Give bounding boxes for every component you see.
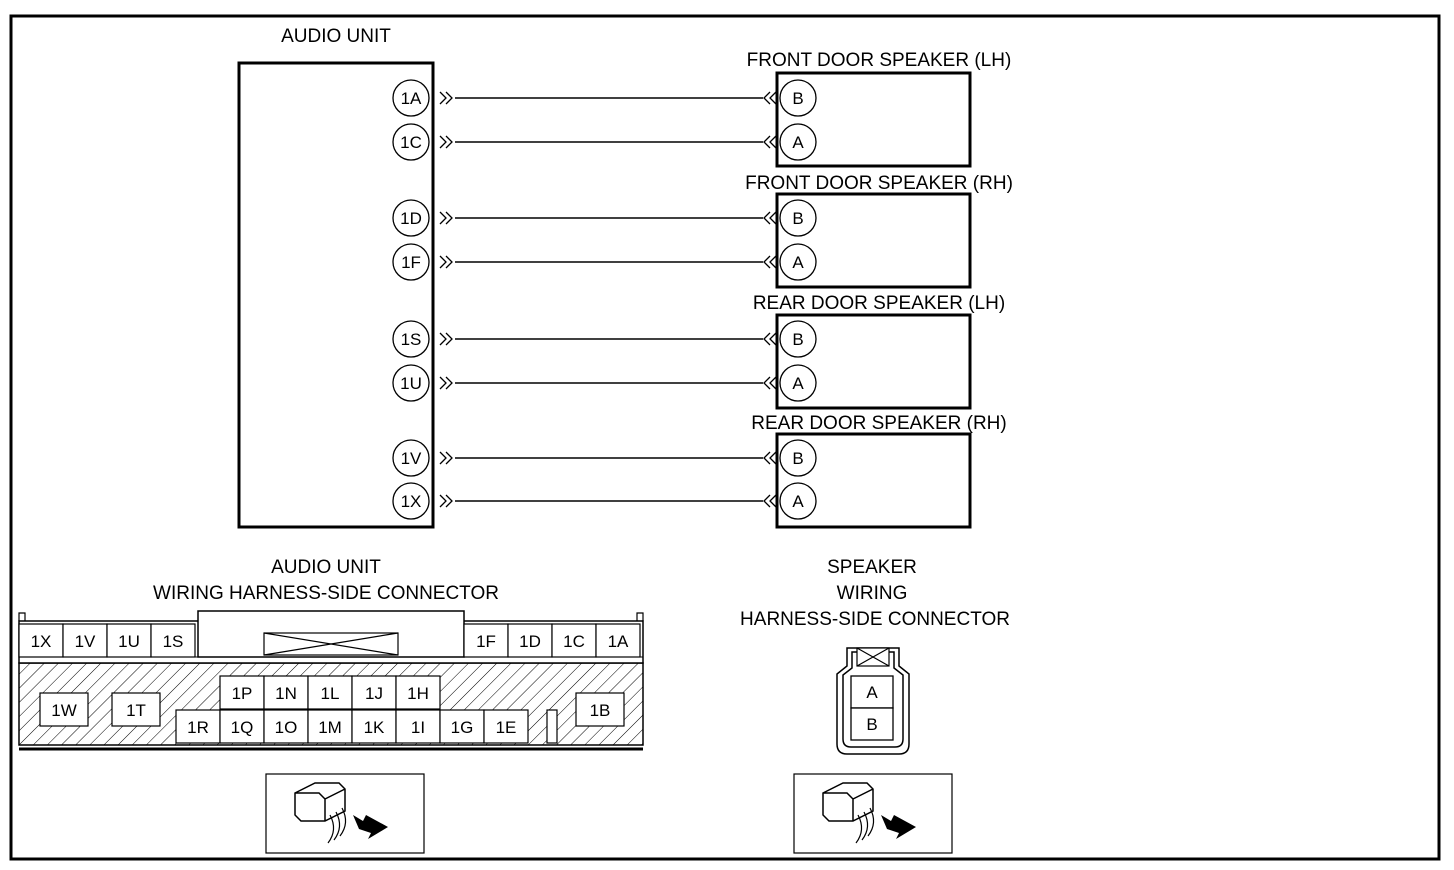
diagram-frame	[9, 14, 1441, 861]
terminal-1f: 1F	[392, 243, 430, 281]
svg-text:1P: 1P	[232, 684, 253, 703]
wire-1v-b	[439, 451, 777, 465]
speaker-title: REAR DOOR SPEAKER (RH)	[751, 413, 1006, 434]
terminal-1x: 1X	[392, 482, 430, 520]
speaker-title: FRONT DOOR SPEAKER (RH)	[745, 173, 1013, 194]
svg-text:1R: 1R	[187, 718, 209, 737]
svg-text:1W: 1W	[51, 701, 77, 720]
svg-text:1U: 1U	[118, 632, 140, 651]
wire-1x-a	[439, 494, 777, 508]
terminal-1v: 1V	[392, 439, 430, 477]
svg-text:1L: 1L	[321, 684, 340, 703]
wire-1a-b	[439, 91, 777, 105]
audio-unit-connector: 1X 1V 1U 1S 1F 1D 1C 1A 1P 1N 1L 1J 1H 1…	[18, 610, 644, 751]
terminal-1c: 1C	[392, 123, 430, 161]
speaker-connector-pin-b: B	[866, 715, 877, 734]
terminal-1d: 1D	[392, 199, 430, 237]
speaker-terminal-a: A	[779, 364, 817, 402]
wire-1c-a	[439, 135, 777, 149]
svg-text:1K: 1K	[364, 718, 385, 737]
svg-text:A: A	[792, 253, 804, 272]
svg-text:A: A	[792, 133, 804, 152]
audio-connector-title-2: WIRING HARNESS-SIDE CONNECTOR	[153, 583, 499, 604]
svg-text:1E: 1E	[496, 718, 517, 737]
speaker-front-lh: FRONT DOOR SPEAKER (LH) B A	[747, 50, 1012, 168]
svg-text:1D: 1D	[400, 209, 422, 228]
speaker-title: FRONT DOOR SPEAKER (LH)	[747, 50, 1012, 71]
svg-text:1J: 1J	[365, 684, 383, 703]
svg-text:1G: 1G	[451, 718, 474, 737]
svg-text:B: B	[792, 209, 803, 228]
svg-text:1F: 1F	[401, 253, 421, 272]
wires	[439, 91, 777, 508]
pin-row-middle: 1P 1N 1L 1J 1H	[219, 675, 441, 710]
svg-text:1S: 1S	[401, 330, 422, 349]
svg-text:1H: 1H	[407, 684, 429, 703]
svg-text:1S: 1S	[163, 632, 184, 651]
svg-text:1M: 1M	[318, 718, 342, 737]
speaker-connector-pin-a: A	[866, 683, 878, 702]
svg-text:B: B	[792, 449, 803, 468]
wire-1f-a	[439, 255, 777, 269]
audio-unit-box	[237, 61, 435, 529]
speaker-rear-lh: REAR DOOR SPEAKER (LH) B A	[753, 293, 1005, 410]
speaker-connector: A B	[836, 647, 910, 755]
speaker-front-rh: FRONT DOOR SPEAKER (RH) B A	[745, 173, 1013, 289]
svg-text:1I: 1I	[411, 718, 425, 737]
svg-text:1B: 1B	[590, 701, 611, 720]
svg-text:1A: 1A	[401, 89, 422, 108]
pin-row-top-right: 1F 1D 1C 1A	[463, 623, 641, 658]
speaker-terminal-a: A	[779, 482, 817, 520]
terminal-1s: 1S	[392, 320, 430, 358]
speaker-terminal-b: B	[779, 439, 817, 477]
harness-view-icon	[793, 773, 953, 854]
svg-text:1V: 1V	[75, 632, 96, 651]
svg-text:1A: 1A	[608, 632, 629, 651]
svg-text:1V: 1V	[401, 449, 422, 468]
speaker-connector-title-3: HARNESS-SIDE CONNECTOR	[740, 609, 1010, 630]
wire-1u-a	[439, 376, 777, 390]
pin-row-bottom: 1R 1Q 1O 1M 1K 1I 1G 1E	[175, 709, 558, 744]
svg-text:B: B	[792, 89, 803, 108]
audio-unit-title: AUDIO UNIT	[281, 26, 391, 47]
pin-side: 1W 1T 1B	[39, 692, 625, 727]
svg-text:1N: 1N	[275, 684, 297, 703]
svg-text:B: B	[792, 330, 803, 349]
svg-text:1X: 1X	[31, 632, 52, 651]
harness-view-icon	[265, 773, 425, 854]
svg-text:1U: 1U	[400, 374, 422, 393]
svg-text:1Q: 1Q	[231, 718, 254, 737]
terminal-1u: 1U	[392, 364, 430, 402]
speaker-rear-rh: REAR DOOR SPEAKER (RH) B A	[751, 413, 1007, 529]
speaker-title: REAR DOOR SPEAKER (LH)	[753, 293, 1005, 314]
pin-row-top-left: 1X 1V 1U 1S	[18, 623, 196, 658]
speaker-terminal-a: A	[779, 123, 817, 161]
svg-text:1D: 1D	[519, 632, 541, 651]
svg-text:A: A	[792, 492, 804, 511]
svg-text:A: A	[792, 374, 804, 393]
svg-text:1X: 1X	[401, 492, 422, 511]
svg-text:1O: 1O	[275, 718, 298, 737]
svg-text:1F: 1F	[476, 632, 496, 651]
speaker-terminal-b: B	[779, 320, 817, 358]
svg-text:1C: 1C	[563, 632, 585, 651]
svg-text:1T: 1T	[126, 701, 146, 720]
speaker-connector-title-2: WIRING	[837, 583, 908, 604]
terminal-1a: 1A	[392, 79, 430, 117]
speaker-terminal-b: B	[779, 79, 817, 117]
svg-text:1C: 1C	[400, 133, 422, 152]
audio-connector-title-1: AUDIO UNIT	[271, 557, 381, 578]
wire-1s-b	[439, 332, 777, 346]
speaker-terminal-a: A	[779, 243, 817, 281]
speaker-connector-title-1: SPEAKER	[827, 557, 917, 578]
speaker-terminal-b: B	[779, 199, 817, 237]
wire-1d-b	[439, 211, 777, 225]
audio-unit-terminals: 1A 1C 1D 1F 1S 1U 1V 1X	[392, 79, 430, 520]
